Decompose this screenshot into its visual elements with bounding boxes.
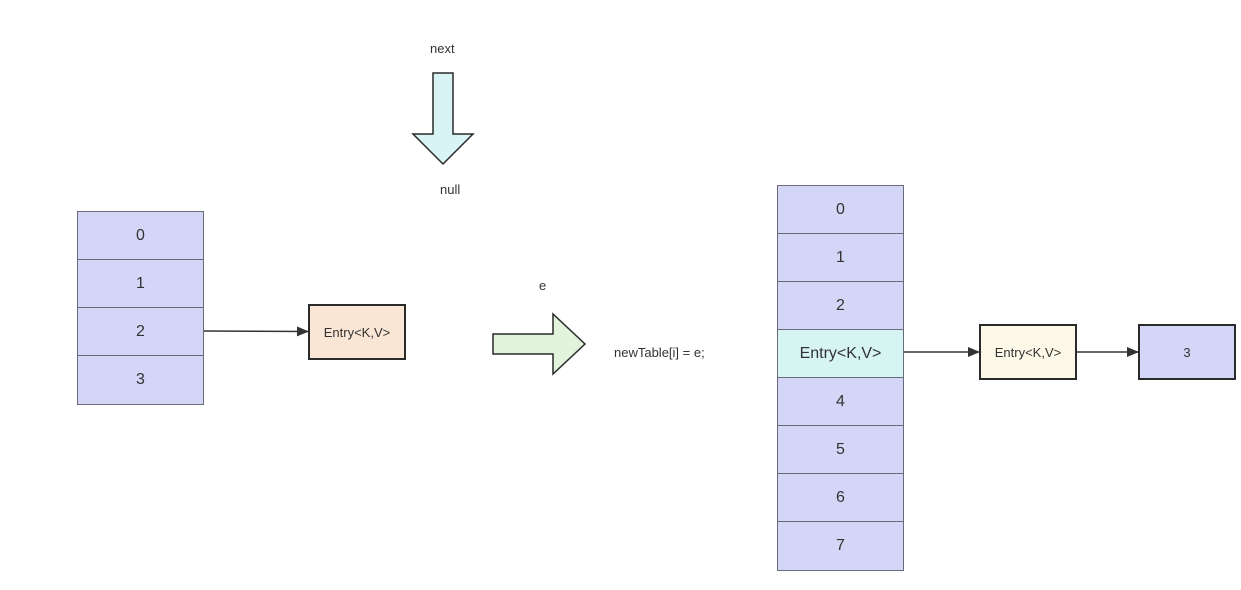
old-cell-to-entry-arrow: [203, 326, 309, 337]
e-label: e: [539, 278, 547, 293]
new-table-cell-entry: Entry<K,V>: [778, 330, 903, 378]
new-table-cell: 2: [778, 282, 903, 330]
new-table-cell: 0: [778, 186, 903, 234]
new-table-cell: 6: [778, 474, 903, 522]
old-table-cell: 0: [78, 212, 203, 260]
code-label: newTable[i] = e;: [614, 345, 705, 360]
new-table-cell: 4: [778, 378, 903, 426]
new-table-cell: 5: [778, 426, 903, 474]
new-table: 0 1 2 Entry<K,V> 4 5 6 7: [777, 185, 904, 571]
chain-entry-node: Entry<K,V>: [979, 324, 1077, 380]
chain-value-node: 3: [1138, 324, 1236, 380]
old-table: 0 1 2 3: [77, 211, 204, 405]
new-table-cell: 7: [778, 522, 903, 570]
old-table-cell: 3: [78, 356, 203, 404]
new-table-cell: 1: [778, 234, 903, 282]
old-entry-node: Entry<K,V>: [308, 304, 406, 360]
next-label: next: [430, 41, 455, 56]
right-block-arrow: [492, 312, 587, 376]
down-block-arrow: [411, 72, 475, 166]
old-table-cell: 1: [78, 260, 203, 308]
null-label: null: [440, 182, 461, 197]
old-table-cell: 2: [78, 308, 203, 356]
